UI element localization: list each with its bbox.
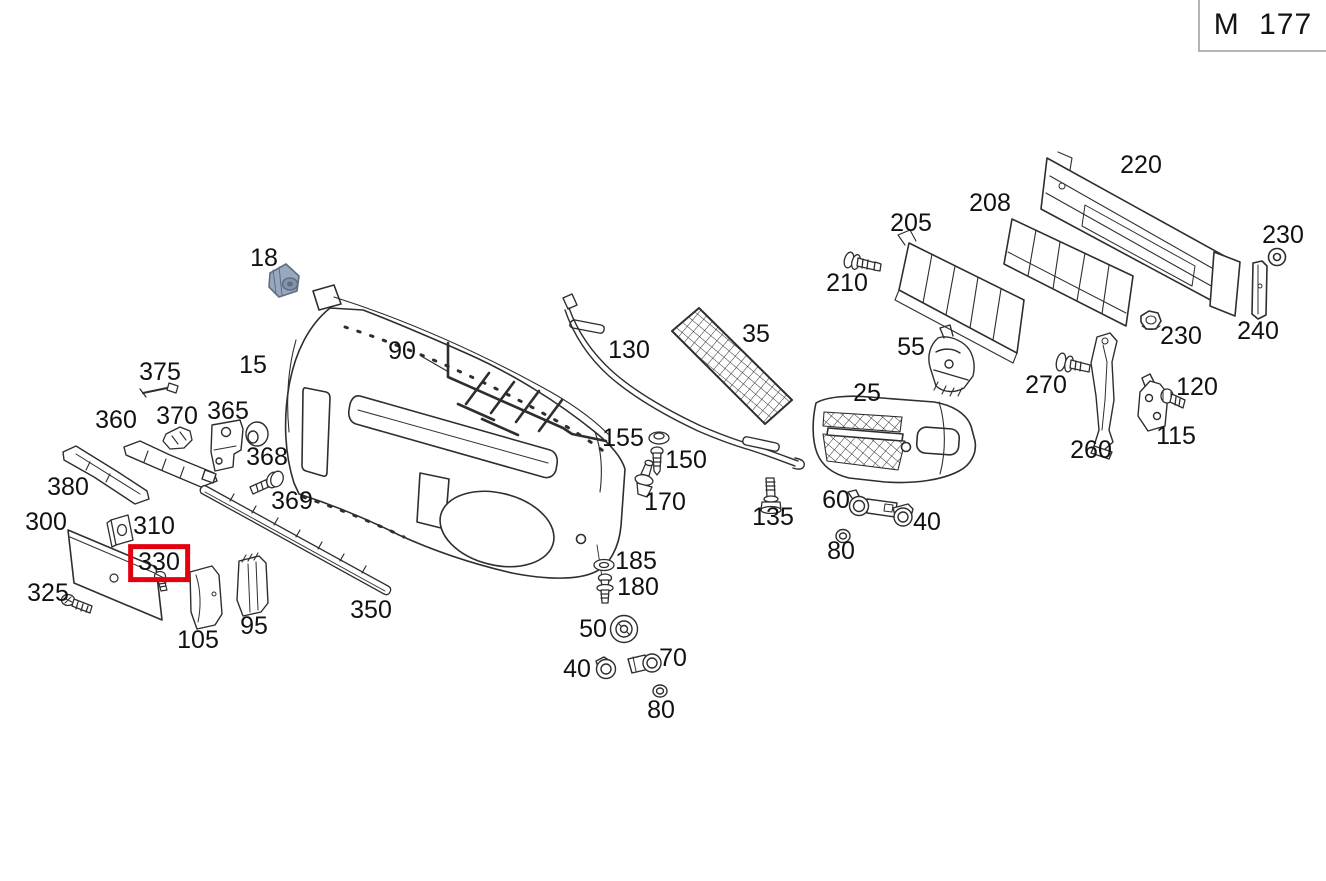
- part-label-25[interactable]: 25: [853, 379, 881, 408]
- part-15-drawing: [284, 284, 626, 579]
- part-label-130[interactable]: 130: [608, 336, 650, 365]
- page-code: M 177: [1213, 8, 1313, 41]
- part-label-18[interactable]: 18: [250, 244, 278, 273]
- part-90-drawing: [446, 341, 608, 443]
- part-label-60[interactable]: 60: [822, 486, 850, 515]
- part-325-drawing: [60, 593, 93, 614]
- part-130-drawing: [562, 293, 805, 470]
- part-60-drawing: [847, 489, 898, 518]
- part-369-drawing: [249, 470, 284, 495]
- part-80-right-drawing: [835, 528, 851, 544]
- part-label-370[interactable]: 370: [156, 402, 198, 431]
- part-label-155[interactable]: 155: [602, 424, 644, 453]
- part-label-375[interactable]: 375: [139, 358, 181, 387]
- part-label-210[interactable]: 210: [826, 269, 868, 298]
- part-380-drawing: [62, 445, 150, 505]
- part-label-95[interactable]: 95: [240, 612, 268, 641]
- part-208-drawing: [1003, 218, 1134, 327]
- part-270-drawing: [1055, 352, 1091, 373]
- part-170-drawing: [634, 459, 654, 498]
- part-label-310[interactable]: 310: [133, 512, 175, 541]
- part-230-grommet-drawing: [1267, 247, 1287, 267]
- part-label-260[interactable]: 260: [1070, 436, 1112, 465]
- part-310-drawing: [106, 514, 134, 548]
- part-label-70[interactable]: 70: [659, 644, 687, 673]
- part-label-300[interactable]: 300: [25, 508, 67, 537]
- part-label-270[interactable]: 270: [1025, 371, 1067, 400]
- part-185-drawing: [593, 558, 615, 572]
- part-label-185[interactable]: 185: [615, 547, 657, 576]
- part-label-170[interactable]: 170: [644, 488, 686, 517]
- part-40-bottom-drawing: [595, 656, 617, 680]
- part-label-368[interactable]: 368: [246, 443, 288, 472]
- part-55-drawing: [928, 324, 975, 397]
- part-label-40-2[interactable]: 40: [913, 508, 941, 537]
- leader-line-90: [420, 355, 448, 372]
- part-205-drawing: [894, 229, 1025, 364]
- part-label-330[interactable]: 330: [128, 544, 190, 582]
- part-label-230-2[interactable]: 230: [1160, 322, 1202, 351]
- part-35-drawing: [671, 307, 793, 425]
- part-label-55[interactable]: 55: [897, 333, 925, 362]
- part-18-drawing: [268, 263, 300, 298]
- part-label-135[interactable]: 135: [752, 503, 794, 532]
- part-label-325[interactable]: 325: [27, 579, 69, 608]
- part-25-drawing: [812, 395, 977, 484]
- part-label-240[interactable]: 240: [1237, 317, 1279, 346]
- part-label-180[interactable]: 180: [617, 573, 659, 602]
- part-label-350[interactable]: 350: [350, 596, 392, 625]
- part-240-drawing: [1251, 260, 1268, 320]
- part-150-drawing: [650, 446, 664, 476]
- part-105-drawing: [189, 565, 223, 630]
- part-label-15[interactable]: 15: [239, 351, 267, 380]
- part-375-drawing: [139, 382, 179, 398]
- part-label-40[interactable]: 40: [563, 655, 591, 684]
- part-50-drawing: [609, 614, 639, 644]
- part-370-drawing: [162, 426, 193, 450]
- part-label-205[interactable]: 205: [890, 209, 932, 238]
- part-210-drawing: [843, 251, 882, 272]
- part-180-drawing: [596, 573, 614, 604]
- part-365-drawing: [210, 419, 244, 472]
- part-70-drawing: [627, 653, 662, 674]
- part-350-drawing: [199, 485, 392, 596]
- part-120-drawing: [1160, 388, 1186, 409]
- part-368-drawing: [245, 421, 269, 447]
- part-label-115[interactable]: 115: [1156, 422, 1196, 451]
- part-label-360[interactable]: 360: [95, 406, 137, 435]
- part-115-drawing: [1137, 373, 1169, 432]
- part-155-drawing: [648, 431, 670, 445]
- part-label-90[interactable]: 90: [388, 337, 416, 366]
- part-80-bottom-drawing: [652, 684, 668, 698]
- part-label-208[interactable]: 208: [969, 189, 1011, 218]
- part-40-right-drawing: [892, 503, 914, 527]
- page-code-box: M 177: [1198, 0, 1326, 52]
- part-label-120[interactable]: 120: [1176, 373, 1218, 402]
- part-95-drawing: [236, 552, 269, 617]
- part-label-369[interactable]: 369: [271, 487, 313, 516]
- part-230-nut-drawing: [1140, 310, 1162, 331]
- part-label-230[interactable]: 230: [1262, 221, 1304, 250]
- part-360-drawing: [123, 440, 218, 488]
- part-label-220[interactable]: 220: [1120, 151, 1162, 180]
- part-260-drawing: [1090, 332, 1118, 460]
- part-label-35[interactable]: 35: [742, 320, 770, 349]
- part-300-drawing: [67, 529, 163, 621]
- part-220-drawing: [1040, 151, 1241, 317]
- part-label-105[interactable]: 105: [177, 626, 219, 655]
- part-135-drawing: [760, 477, 782, 515]
- part-label-380[interactable]: 380: [47, 473, 89, 502]
- part-label-50[interactable]: 50: [579, 615, 607, 644]
- part-label-80-2[interactable]: 80: [827, 537, 855, 566]
- part-label-365[interactable]: 365: [207, 397, 249, 426]
- part-label-150[interactable]: 150: [665, 446, 707, 475]
- part-label-80[interactable]: 80: [647, 696, 675, 725]
